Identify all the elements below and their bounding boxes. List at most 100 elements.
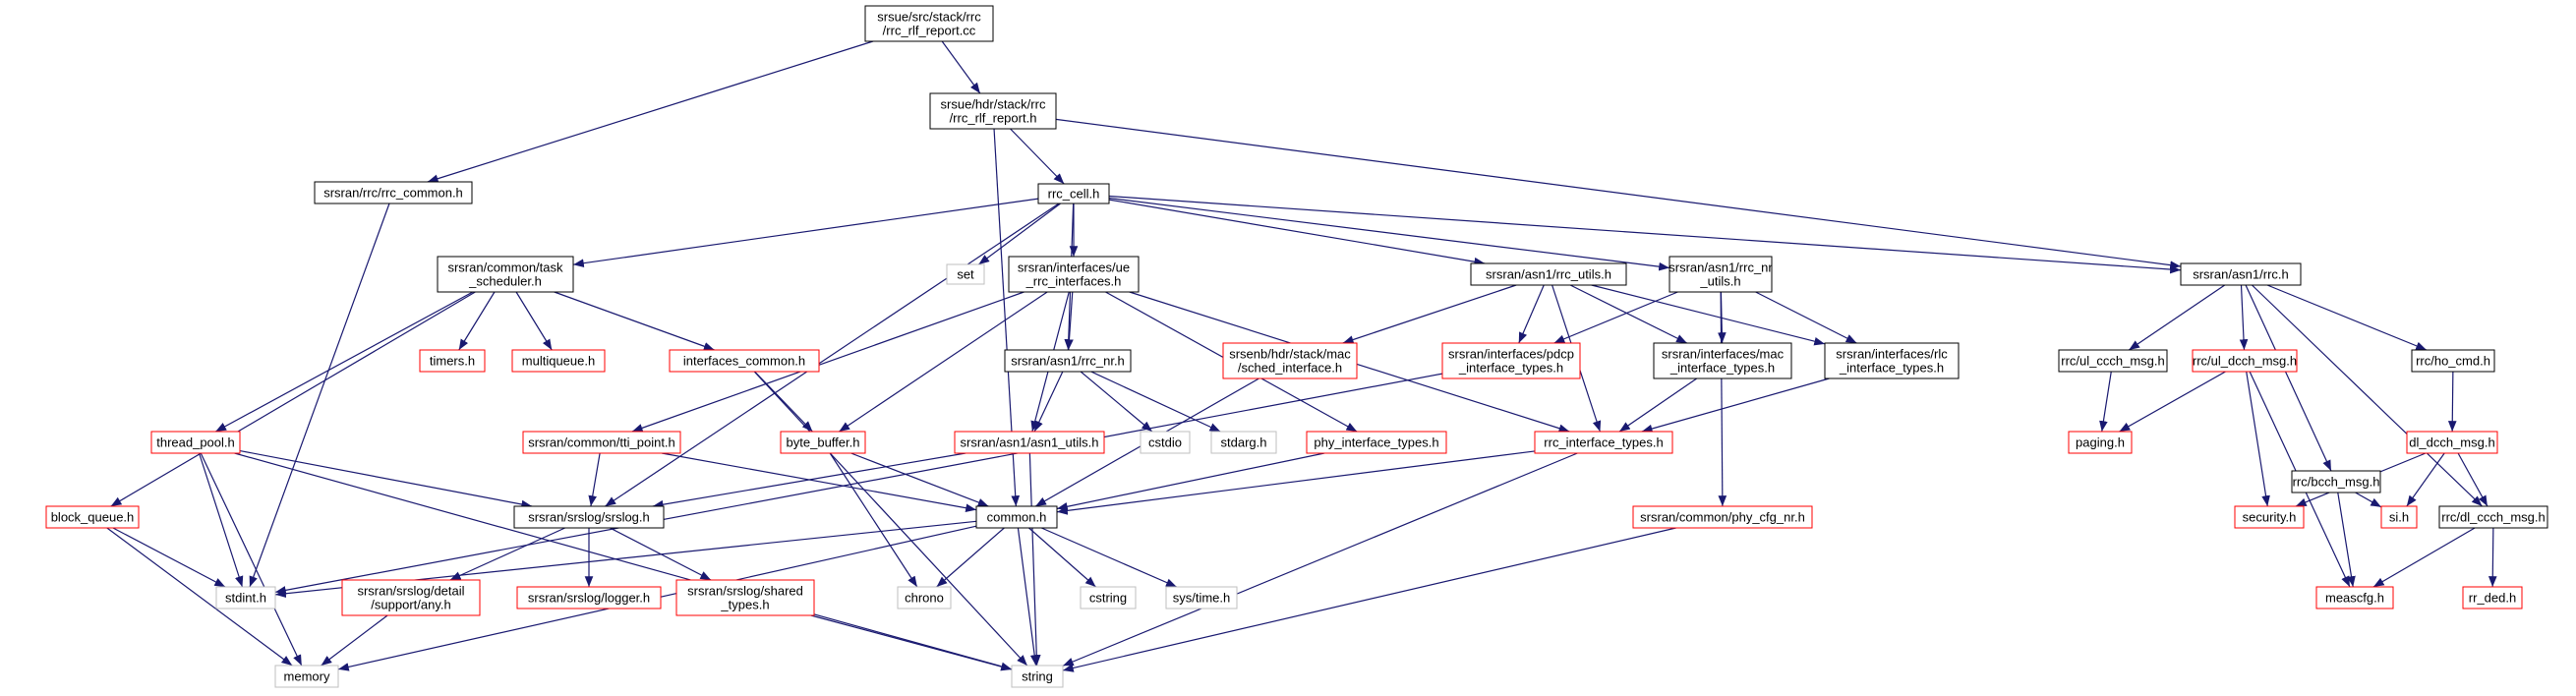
node-label: srsran/asn1/rrc_nr bbox=[1669, 261, 1773, 275]
node-box bbox=[897, 586, 952, 609]
node-rrc-utils-h[interactable]: srsran/asn1/rrc_utils.h bbox=[1470, 262, 1627, 286]
node-box bbox=[975, 505, 1058, 529]
edge-rrc-interface-types-h-to-string bbox=[1062, 452, 1578, 667]
node-rrc-common-h[interactable]: srsran/rrc/rrc_common.h bbox=[314, 181, 473, 204]
node-sys-time-h[interactable]: sys/time.h bbox=[1165, 586, 1238, 609]
node-pdcp-interface-types-h[interactable]: srsran/interfaces/pdcp_interface_types.h bbox=[1441, 342, 1581, 379]
node-timers-h[interactable]: timers.h bbox=[419, 349, 486, 373]
edge-ue-rrc-interfaces-h-to-rrc-nr-h bbox=[1065, 291, 1074, 351]
node-rrc-nr-h[interactable]: srsran/asn1/rrc_nr.h bbox=[1004, 349, 1132, 373]
node-security-h[interactable]: security.h bbox=[2234, 505, 2305, 529]
node-interfaces-common-h[interactable]: interfaces_common.h bbox=[669, 349, 820, 373]
node-box bbox=[2291, 470, 2381, 493]
node-rrc-interface-types-h[interactable]: rrc_interface_types.h bbox=[1534, 431, 1673, 454]
node-label: dl_dcch_msg.h bbox=[2409, 435, 2494, 450]
node-ul-ccch-msg-h[interactable]: rrc/ul_ccch_msg.h bbox=[2058, 349, 2168, 373]
node-meascfg-h[interactable]: meascfg.h bbox=[2315, 586, 2394, 609]
node-shared-types-h[interactable]: srsran/srslog/shared_types.h bbox=[675, 579, 815, 616]
node-label: srsran/srslog/shared bbox=[687, 584, 803, 599]
node-asn1-utils-h[interactable]: srsran/asn1/asn1_utils.h bbox=[954, 431, 1105, 454]
node-phy-cfg-nr-h[interactable]: srsran/common/phy_cfg_nr.h bbox=[1632, 505, 1813, 529]
node-label: _interface_types.h bbox=[1458, 361, 1563, 376]
node-box bbox=[864, 5, 994, 42]
edge-rrc-utils-h-to-rlc-interface-types-h bbox=[1591, 284, 1826, 346]
node-srslog-h[interactable]: srsran/srslog/srslog.h bbox=[513, 505, 665, 529]
node-memory[interactable]: memory bbox=[274, 665, 339, 688]
node-label: stdint.h bbox=[225, 591, 266, 606]
edge-mac-interface-types-h-to-rrc-interface-types-h bbox=[1618, 377, 1698, 433]
node-thread-pool-h[interactable]: thread_pool.h bbox=[150, 431, 241, 454]
node-box bbox=[1011, 665, 1064, 688]
node-box bbox=[2192, 349, 2298, 373]
node-rrc-rlf-report-h[interactable]: srsue/hdr/stack/rrc/rrc_rlf_report.h bbox=[929, 92, 1057, 130]
node-label: srsran/srslog/srslog.h bbox=[528, 510, 650, 525]
node-label: rrc_interface_types.h bbox=[1544, 435, 1663, 450]
node-bcch-msg-h[interactable]: rrc/bcch_msg.h bbox=[2291, 470, 2381, 493]
edge-interfaces-common-h-to-string bbox=[753, 371, 1028, 667]
edge-common-h-to-cstring bbox=[1028, 527, 1096, 588]
node-byte-buffer-h[interactable]: byte_buffer.h bbox=[780, 431, 866, 454]
node-label: srsran/rrc/rrc_common.h bbox=[323, 186, 463, 201]
node-label: srsran/interfaces/ue bbox=[1018, 261, 1130, 275]
edge-rrc-rlf-report-cc-to-rrc-rlf-report-h bbox=[941, 40, 981, 94]
edge-dl-ccch-msg-h-to-rr-ded-h bbox=[2488, 527, 2497, 588]
node-chrono[interactable]: chrono bbox=[897, 586, 952, 609]
node-box bbox=[2438, 505, 2548, 529]
node-tti-point-h[interactable]: srsran/common/tti_point.h bbox=[522, 431, 681, 454]
node-rr-ded-h[interactable]: rr_ded.h bbox=[2462, 586, 2523, 609]
node-phy-interface-types-h[interactable]: phy_interface_types.h bbox=[1306, 431, 1447, 454]
node-asn1-rrc-h[interactable]: srsran/asn1/rrc.h bbox=[2180, 262, 2302, 286]
edge-asn1-rrc-h-to-bcch-msg-h bbox=[2245, 284, 2332, 472]
edge-srslog-h-to-support-any-h bbox=[449, 527, 565, 581]
edge-block-queue-h-to-memory bbox=[106, 527, 293, 667]
node-stdint-h[interactable]: stdint.h bbox=[215, 586, 276, 609]
node-si-h[interactable]: si.h bbox=[2380, 505, 2418, 529]
node-box bbox=[513, 505, 665, 529]
edge-rrc-rlf-report-cc-to-rrc-common-h bbox=[427, 40, 874, 183]
node-cstring[interactable]: cstring bbox=[1080, 586, 1137, 609]
node-box bbox=[1140, 431, 1191, 454]
node-box bbox=[2058, 349, 2168, 373]
node-box bbox=[511, 349, 606, 373]
node-label: srsue/src/stack/rrc bbox=[877, 10, 981, 25]
node-label: rrc/dl_ccch_msg.h bbox=[2441, 510, 2545, 525]
node-block-queue-h[interactable]: block_queue.h bbox=[45, 505, 140, 529]
node-rrc-rlf-report-cc[interactable]: srsue/src/stack/rrc/rrc_rlf_report.cc bbox=[864, 5, 994, 42]
node-label: _interface_types.h bbox=[1669, 361, 1775, 376]
node-box bbox=[1669, 256, 1773, 293]
node-cstdio[interactable]: cstdio bbox=[1140, 431, 1191, 454]
node-string[interactable]: string bbox=[1011, 665, 1064, 688]
node-common-h[interactable]: common.h bbox=[975, 505, 1058, 529]
node-set[interactable]: set bbox=[946, 263, 985, 285]
node-label: _scheduler.h bbox=[468, 274, 542, 289]
node-ue-rrc-interfaces-h[interactable]: srsran/interfaces/ue_rrc_interfaces.h bbox=[1008, 256, 1140, 293]
node-box bbox=[1824, 342, 1960, 379]
node-rrc-nr-utils-h[interactable]: srsran/asn1/rrc_nr_utils.h bbox=[1669, 256, 1773, 293]
edge-rrc-nr-h-to-cstdio bbox=[1080, 371, 1153, 433]
edge-dl-dcch-msg-h-to-si-h bbox=[2406, 452, 2445, 507]
node-logger-h[interactable]: srsran/srslog/logger.h bbox=[516, 586, 662, 609]
node-support-any-h[interactable]: srsran/srslog/detail/support/any.h bbox=[341, 579, 481, 616]
edge-ue-rrc-interfaces-h-to-byte-buffer-h bbox=[839, 291, 1048, 433]
node-sched-interface-h[interactable]: srsenb/hdr/stack/mac/sched_interface.h bbox=[1222, 342, 1358, 379]
node-task-scheduler-h[interactable]: srsran/common/task_scheduler.h bbox=[437, 256, 574, 293]
edge-rrc-utils-h-to-pdcp-interface-types-h bbox=[1518, 284, 1545, 344]
edge-asn1-rrc-h-to-ho-cmd-h bbox=[2266, 284, 2428, 351]
node-multiqueue-h[interactable]: multiqueue.h bbox=[511, 349, 606, 373]
node-paging-h[interactable]: paging.h bbox=[2068, 431, 2133, 454]
node-dl-dcch-msg-h[interactable]: dl_dcch_msg.h bbox=[2406, 431, 2498, 454]
node-label: srsran/asn1/rrc.h bbox=[2193, 267, 2289, 282]
node-box bbox=[2411, 349, 2495, 373]
edge-asn1-utils-h-to-string bbox=[1028, 452, 1041, 667]
node-label: meascfg.h bbox=[2325, 591, 2384, 606]
node-ho-cmd-h[interactable]: rrc/ho_cmd.h bbox=[2411, 349, 2495, 373]
node-dl-ccch-msg-h[interactable]: rrc/dl_ccch_msg.h bbox=[2438, 505, 2548, 529]
node-label: srsran/srslog/logger.h bbox=[528, 591, 650, 606]
node-mac-interface-types-h[interactable]: srsran/interfaces/mac_interface_types.h bbox=[1653, 342, 1792, 379]
node-ul-dcch-msg-h[interactable]: rrc/ul_dcch_msg.h bbox=[2192, 349, 2298, 373]
edge-asn1-rrc-h-to-ul-ccch-msg-h bbox=[2128, 284, 2226, 351]
node-rrc-cell-h[interactable]: rrc_cell.h bbox=[1037, 183, 1110, 204]
edge-rrc-interface-types-h-to-common-h bbox=[1056, 450, 1536, 515]
node-stdarg-h[interactable]: stdarg.h bbox=[1210, 431, 1277, 454]
node-rlc-interface-types-h[interactable]: srsran/interfaces/rlc_interface_types.h bbox=[1824, 342, 1960, 379]
